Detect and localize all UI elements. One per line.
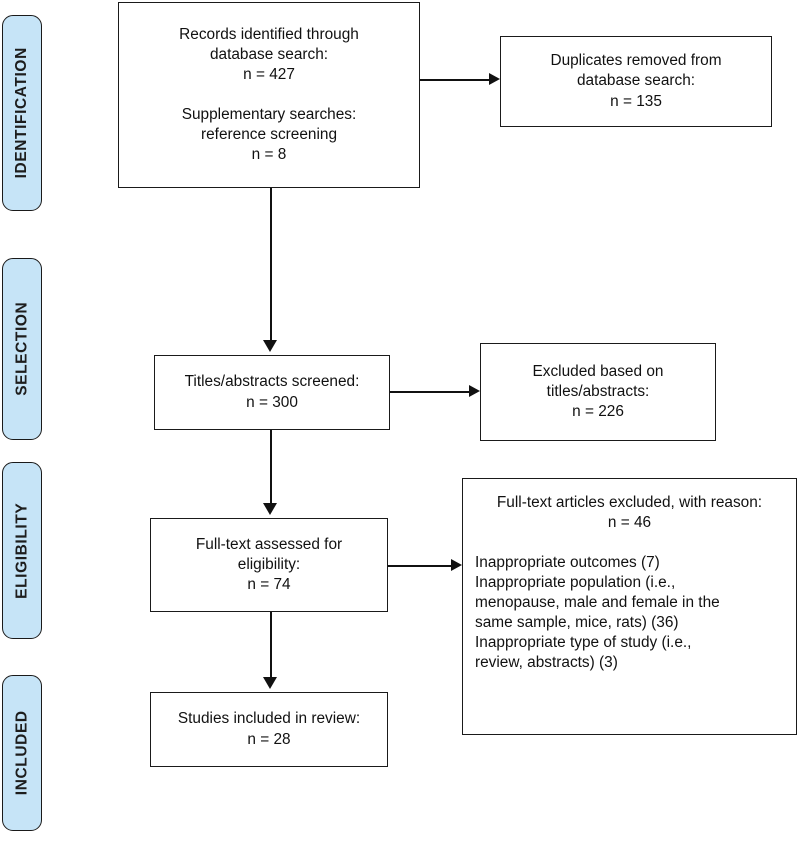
studies-included-line-1: Studies included in review: [177,710,361,728]
fulltext-excluded-reason-line-3: menopause, male and female in the [475,594,720,612]
fulltext-excluded-heading-2: n = 46 [607,514,652,532]
phase-label-selection: SELECTION [2,258,42,440]
fulltext-excluded-reason-line-4: same sample, mice, rats) (36) [475,614,679,632]
phase-label-selection-text: SELECTION [13,301,31,397]
connector-fulltext-to-included-arrowhead [262,677,277,689]
records-identified-line-3: n = 427 [243,65,295,83]
titles-screened-line-2: n = 300 [246,393,298,411]
connector-records-to-titles-line [270,188,272,340]
connector-titles-to-fulltext-line [270,430,272,503]
phase-label-eligibility: ELIGIBILITY [2,462,42,639]
connector-titles-to-fulltext-arrowhead [262,503,277,515]
records-identified-spacer [129,85,409,105]
connector-titles-to-excluded-line [390,391,469,393]
box-titles-screened: Titles/abstracts screened: n = 300 [154,355,390,430]
connector-records-to-duplicates-arrowhead [489,72,500,85]
records-identified-line-6: n = 8 [251,146,287,164]
duplicates-removed-line-2: database search: [576,72,696,90]
fulltext-assessed-line-3: n = 74 [247,576,291,593]
studies-included-line-2: n = 28 [247,730,291,748]
records-identified-line-2: database search: [209,45,329,63]
duplicates-removed-line-3: n = 135 [610,92,662,110]
phase-label-identification: IDENTIFICATION [2,15,42,211]
excluded-titles-line-2: titles/abstracts: [546,382,650,400]
records-identified-line-5: reference screening [200,126,338,144]
connector-records-to-titles-arrowhead [262,340,277,352]
phase-label-included-text: INCLUDED [13,710,31,796]
phase-label-included: INCLUDED [2,675,42,831]
fulltext-excluded-reason-line-6: review, abstracts) (3) [475,654,618,672]
fulltext-assessed-line-1: Full-text assessed for [195,535,343,553]
connector-fulltext-to-excluded-line [388,565,451,567]
box-fulltext-assessed: Full-text assessed for eligibility: n = … [150,518,388,612]
excluded-titles-line-1: Excluded based on [532,362,664,380]
connector-titles-to-excluded-arrowhead [469,384,480,397]
fulltext-excluded-reason-line-2: Inappropriate population (i.e., [475,574,676,592]
connector-fulltext-to-excluded-arrowhead [451,558,462,571]
fulltext-excluded-spacer [475,533,784,553]
fulltext-excluded-reason-line-5: Inappropriate type of study (i.e., [475,634,692,652]
fulltext-excluded-reason-line-1: Inappropriate outcomes (7) [475,554,660,572]
box-duplicates-removed: Duplicates removed from database search:… [500,36,772,127]
box-excluded-titles: Excluded based on titles/abstracts: n = … [480,343,716,441]
connector-records-to-duplicates-line [420,79,489,81]
records-identified-line-4: Supplementary searches: [181,106,357,123]
box-records-identified: Records identified through database sear… [118,2,420,188]
connector-fulltext-to-included-line [270,612,272,677]
records-identified-line-1: Records identified through [179,25,359,43]
fulltext-assessed-line-2: eligibility: [237,555,301,573]
phase-label-identification-text: IDENTIFICATION [13,47,31,179]
box-fulltext-excluded: Full-text articles excluded, with reason… [462,478,797,735]
box-studies-included: Studies included in review: n = 28 [150,692,388,767]
fulltext-excluded-heading-1: Full-text articles excluded, with reason… [496,494,763,511]
titles-screened-line-1: Titles/abstracts screened: [184,373,360,391]
excluded-titles-line-3: n = 226 [572,403,624,420]
phase-label-eligibility-text: ELIGIBILITY [13,502,31,599]
duplicates-removed-line-1: Duplicates removed from [550,52,722,70]
